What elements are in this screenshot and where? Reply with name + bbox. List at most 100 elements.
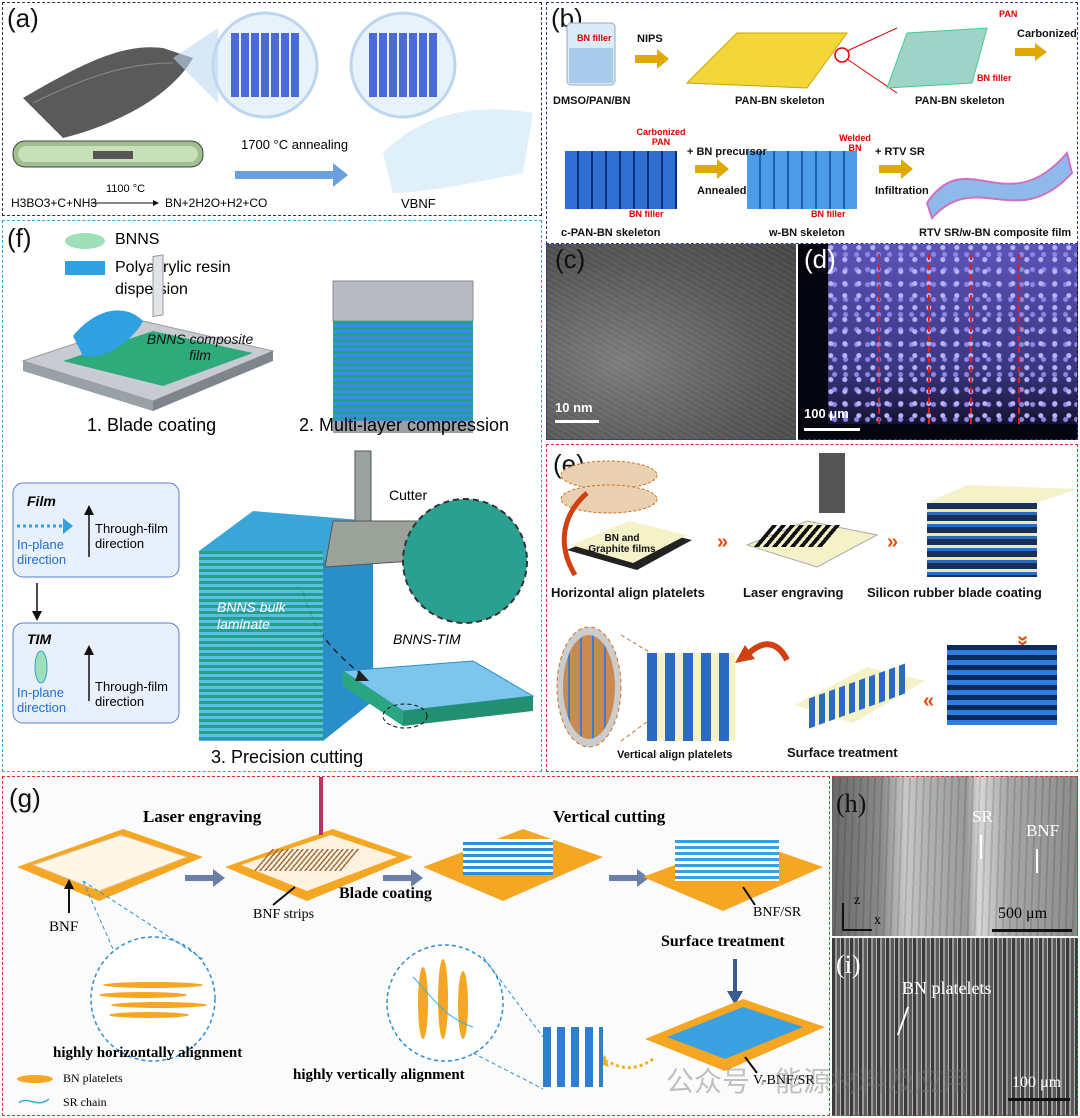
svg-text:»: » — [717, 531, 728, 553]
bnf-label-h: BNF — [1026, 821, 1060, 840]
scale-bar-h — [992, 929, 1072, 932]
pan-bn-skeleton-1: PAN-BN skeleton — [735, 95, 825, 107]
sr-arrow — [980, 835, 982, 859]
scale-bar-i — [1008, 1098, 1070, 1101]
bulk-laminate-label: BNNS bulk laminate — [217, 599, 286, 632]
bnf-arrow — [1036, 849, 1038, 873]
vertical-cutting-label: Vertical cutting — [553, 807, 666, 826]
resin-legend: Polyacrylic resin dispersion — [115, 259, 231, 298]
c-pan-bn-skeleton: c-PAN-BN skeleton — [561, 227, 661, 239]
blade-coating-label: Blade coating — [339, 885, 432, 902]
dashed-line-1 — [878, 254, 880, 424]
bn-filler-2: BN filler — [629, 209, 664, 219]
welded-bn: Welded BN — [839, 133, 871, 153]
dashed-line-2 — [928, 254, 930, 424]
box1-in-plane: In-plane direction — [17, 537, 67, 567]
step3-label: 3. Precision cutting — [211, 747, 364, 767]
panel-f: (f) BNNS Polyacrylic resin dispersion — [2, 220, 542, 772]
step1-label: 1. Blade coating — [87, 415, 217, 435]
panel-b: (b) BN filler DMSO/PAN/BN NIPS PAN-BN sk… — [546, 2, 1078, 244]
panel-c-label: (c) — [555, 244, 586, 274]
step2-label: 2. Multi-layer compression — [299, 415, 510, 435]
axis-lines — [842, 903, 872, 931]
scale-label-c: 10 nm — [555, 400, 593, 415]
films-label: BN and Graphite films — [588, 533, 656, 555]
annealed-step: Annealed — [697, 185, 747, 197]
panel-h: (h) SR BNF z x 500 μm — [832, 776, 1078, 936]
svg-text:»: » — [1012, 635, 1034, 646]
panel-g-label: (g) — [9, 783, 41, 813]
bnf-sr-stripes — [675, 837, 779, 881]
laser-label: Laser engraving — [143, 807, 262, 826]
vbnf-label: VBNF — [401, 196, 436, 211]
panel-g: (g) — [2, 776, 830, 1116]
bn-filler-beaker: BN filler — [577, 33, 612, 43]
w-bn-skeleton: w-BN skeleton — [769, 227, 845, 239]
bn-precursor-step: + BN precursor — [687, 146, 767, 158]
watermark: 公众号 · 能源材料及应用 — [666, 1066, 971, 1097]
platelet-arrow — [896, 1006, 910, 1036]
coating-stripes — [463, 839, 553, 875]
panel-e: (e) » » » « BN and Graphite films Horizo… — [546, 444, 1078, 772]
dashed-line-4 — [1018, 254, 1020, 424]
bnns-legend: BNNS — [115, 231, 160, 248]
tem-texture — [547, 244, 796, 439]
pan-label: PAN — [999, 9, 1018, 19]
step-surface: Surface treatment — [787, 745, 898, 760]
box1-through: Through-film direction — [95, 521, 168, 551]
scale-label-h: 500 μm — [998, 905, 1048, 922]
zoom-pattern-2 — [369, 33, 439, 97]
annealing-label: 1700 °C annealing — [241, 137, 349, 152]
reaction-right: BN+2H2O+H2+CO — [165, 196, 268, 210]
scale-bar-c — [555, 420, 599, 423]
axis-z: z — [854, 893, 861, 908]
horizontal-alignment-label: highly horizontally alignment — [53, 1045, 243, 1061]
pan-bn-skeleton-2: PAN-BN skeleton — [915, 95, 1005, 107]
panel-d-label: (d) — [804, 244, 836, 274]
step-blade: Silicon rubber blade coating — [867, 585, 1042, 600]
box1-title: Film — [27, 493, 56, 509]
box2-through: Through-film direction — [95, 679, 168, 709]
bnf-sr-label: BNF/SR — [753, 905, 802, 920]
scale-bar-d — [804, 428, 860, 431]
legend-chain: SR chain — [63, 1095, 107, 1109]
bulk-stripes — [199, 551, 323, 741]
vertical-alignment-label: highly vertically alignment — [293, 1067, 465, 1083]
step-horizontal: Horizontal align platelets — [551, 585, 705, 600]
resin-legend-swatch — [65, 261, 105, 275]
bnns-legend-swatch — [65, 233, 105, 249]
bnns-film-label: BNNS composite film — [146, 331, 254, 363]
surface-treatment-label: Surface treatment — [661, 933, 785, 950]
panel-c: (c) 10 nm — [546, 244, 796, 440]
skeleton-row2-pattern-1 — [565, 151, 677, 209]
composite-film: RTV SR/w-BN composite film — [919, 227, 1072, 239]
cutter-label: Cutter — [389, 487, 428, 503]
skeleton-row2-pattern-2 — [747, 151, 857, 209]
vertical-block-stripes — [647, 653, 735, 741]
bnf-strips-label: BNF strips — [253, 907, 315, 922]
box2-in-plane: In-plane direction — [17, 685, 67, 715]
axis-x: x — [874, 913, 881, 928]
step-vertical: Vertical align platelets — [617, 749, 733, 761]
bnf-label: BNF — [49, 919, 79, 935]
solution-label: DMSO/PAN/BN — [553, 95, 631, 107]
nips-label: NIPS — [637, 33, 663, 45]
zoom-platelets — [563, 635, 615, 739]
reaction-temp: 1100 °C — [106, 183, 146, 195]
bn-platelets-label: BN platelets — [902, 978, 992, 998]
carbonized-step: Carbonized — [1017, 28, 1077, 40]
panel-h-label: (h) — [836, 789, 867, 818]
svg-text:»: » — [887, 531, 898, 553]
reaction-left: H3BO3+C+NH3 — [11, 196, 98, 210]
confocal-texture — [828, 244, 1077, 424]
panel-i: (i) BN platelets 100 μm — [832, 938, 1078, 1116]
panel-a-label: (a) — [7, 3, 39, 33]
stack-stripes — [947, 645, 1057, 725]
box2-title: TIM — [27, 631, 52, 647]
sr-label: SR — [972, 807, 993, 826]
coated-stripes — [927, 503, 1037, 577]
scale-label-i: 100 μm — [1012, 1074, 1062, 1091]
infiltration-step: Infiltration — [875, 185, 929, 197]
bnns-tim-label: BNNS-TIM — [393, 631, 461, 647]
carbonized-pan: Carbonized PAN — [636, 127, 686, 147]
